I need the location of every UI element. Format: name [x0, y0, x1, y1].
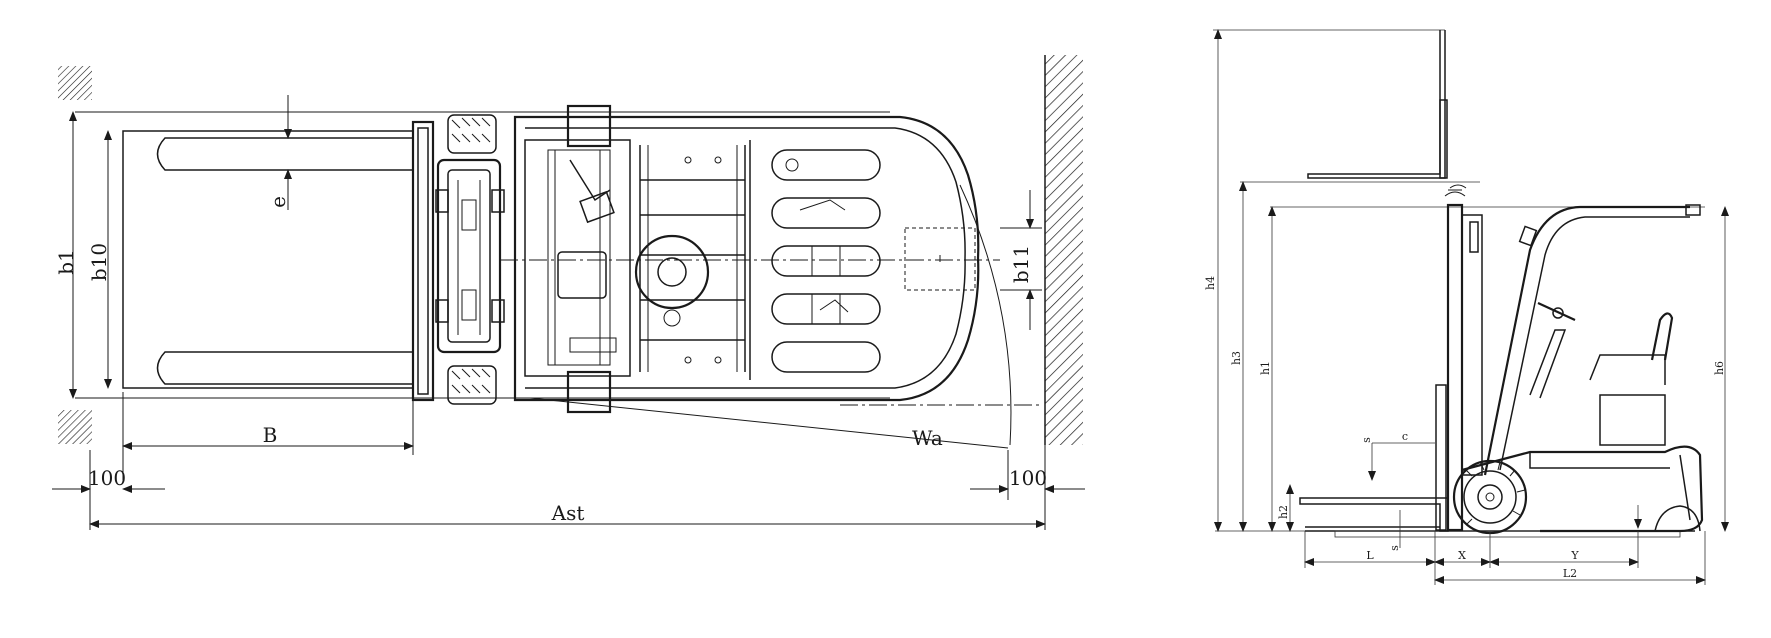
dim-label-B: B [263, 423, 278, 447]
fork-lower [156, 351, 414, 385]
dim-label-h6: h6 [1713, 361, 1726, 375]
dim-label-Y: Y [1570, 549, 1579, 562]
chassis-outline [513, 115, 980, 402]
mast-side [1444, 184, 1483, 532]
dim-label-b11: b11 [1009, 245, 1033, 283]
dim-label-h3: h3 [1230, 351, 1243, 365]
operator-seat [1589, 354, 1666, 385]
overhead-guard-post-upper [566, 104, 612, 148]
side-view: h4 h3 h1 h6 h2 s s c L X Y L2 [1204, 29, 1729, 585]
wall-block-top-left [58, 66, 92, 100]
dim-label-h1: h1 [1259, 361, 1272, 375]
top-view: b1 b10 e b11 B Wa 100 100 Ast [52, 55, 1085, 530]
turning-arc [959, 184, 1012, 446]
dim-label-b1: b1 [54, 249, 78, 275]
overhead-guard [1483, 205, 1690, 476]
dim-label-s: s [1388, 545, 1401, 551]
aisle-wall-right [1045, 55, 1083, 445]
fork-lowered [1299, 497, 1449, 532]
front-wheel-upper [447, 114, 497, 154]
cab-frame [639, 145, 746, 372]
fork-carriage [411, 120, 435, 402]
drive-wheel [1452, 459, 1528, 535]
dim-label-Ast: Ast [551, 501, 585, 525]
dim-label-b10: b10 [87, 243, 111, 281]
overhead-guard-post-lower [566, 370, 612, 414]
fork-raised [1307, 30, 1446, 179]
steering-column [1529, 329, 1567, 399]
truck-body [1461, 445, 1704, 533]
dim-label-X: X [1458, 549, 1466, 562]
dim-label-100-right: 100 [1009, 466, 1047, 490]
dim-label-c: c [1402, 430, 1408, 443]
wall-block-bottom-left [58, 410, 92, 444]
dim-label-Wa: Wa [912, 426, 943, 450]
steer-wheel [1654, 505, 1701, 532]
dim-label-h4: h4 [1204, 276, 1217, 290]
pedal [579, 190, 615, 224]
fork-upper [156, 137, 414, 171]
dim-label-e: e [266, 196, 290, 208]
front-wheel-lower [447, 365, 497, 405]
dim-label-100-left: 100 [88, 466, 126, 490]
dim-label-L: L [1366, 549, 1374, 562]
mast [435, 158, 505, 354]
dim-label-L2: L2 [1563, 567, 1577, 580]
dim-label-h2: h2 [1277, 505, 1290, 519]
steering-wheel [634, 234, 710, 310]
dim-label-s-load-center: s [1360, 437, 1373, 443]
